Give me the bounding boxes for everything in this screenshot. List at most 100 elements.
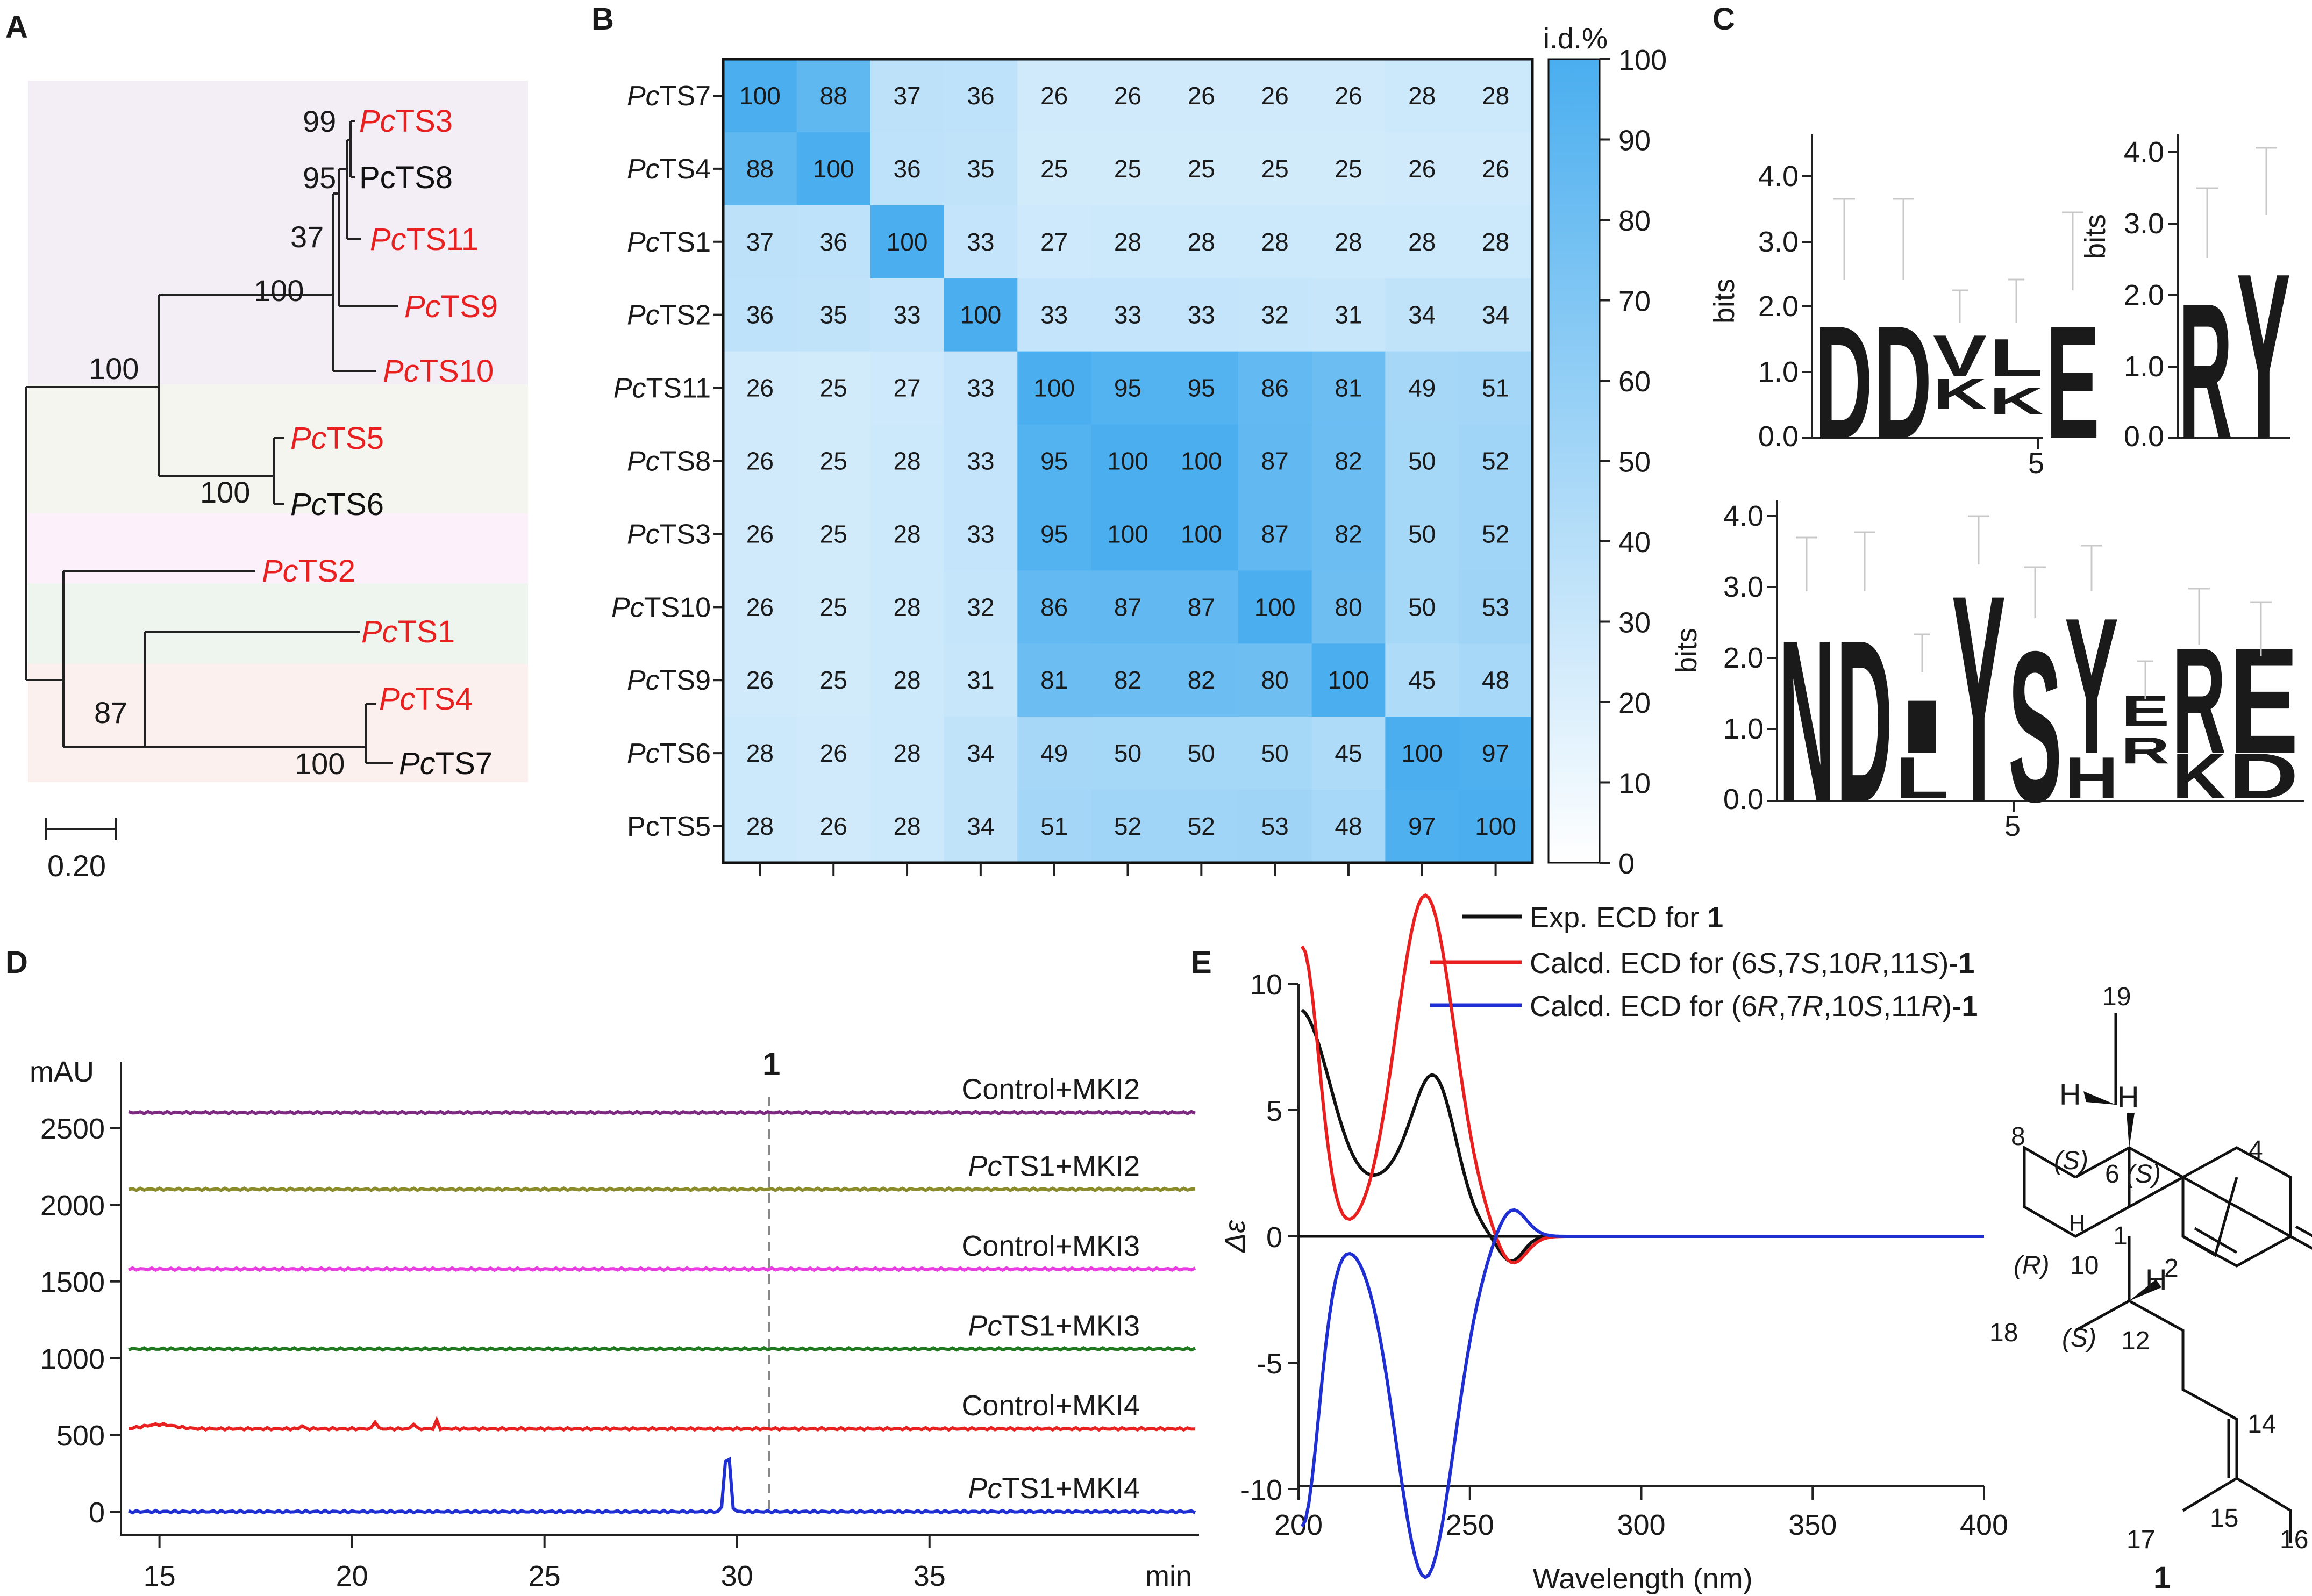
ecd-xtick-label: 250 [1446, 1509, 1494, 1541]
ecd-curve-experimental [1301, 1008, 1984, 1263]
heatmap-cell-value: 100 [1475, 812, 1516, 840]
chromatogram-trace [128, 1345, 1196, 1352]
heatmap-cell [1091, 278, 1165, 352]
heatmap-cell [723, 424, 797, 498]
heatmap-cell-value: 52 [1188, 812, 1215, 840]
colorbar-tick-label: 60 [1618, 366, 1651, 398]
logo1-ytick: 4.0 [1758, 160, 1799, 192]
heatmap-cell [1164, 278, 1239, 352]
heatmap-row-label: PcTS6 [627, 738, 711, 769]
panel-label-c: C [1712, 2, 1735, 37]
heatmap-cell-value: 28 [1114, 228, 1141, 256]
heatmap-cell [796, 351, 871, 425]
colorbar-tick-label: 20 [1618, 687, 1651, 719]
heatmap-cell [870, 717, 944, 790]
chromatogram-ytick-label: 2500 [40, 1113, 105, 1145]
logo-letter-r: R [2121, 729, 2170, 771]
wedge-bond [2083, 1091, 2116, 1105]
heatmap-cell [796, 424, 871, 498]
heatmap-row-label: PcTS1 [627, 227, 711, 258]
heatmap-cell-value: 28 [746, 812, 774, 840]
heatmap-row-label: PcTS9 [627, 665, 711, 696]
heatmap-cell-value: 97 [1408, 812, 1436, 840]
heatmap-cell [1311, 205, 1386, 279]
tree-tip-pcts11: PcTS11 [370, 222, 479, 257]
heatmap-cell-value: 34 [1408, 301, 1436, 329]
heatmap-cell [944, 59, 1018, 133]
heatmap-cell-value: 95 [1188, 374, 1215, 402]
heatmap-cell-value: 100 [1107, 447, 1148, 475]
heatmap-cell [1017, 570, 1091, 644]
colorbar-tick-label: 0 [1618, 848, 1635, 880]
peak-label: 1 [762, 1046, 780, 1082]
heatmap-cell [1311, 717, 1386, 790]
bootstrap-value: 100 [89, 352, 139, 385]
heatmap-cell [1459, 497, 1533, 571]
atom-label: 2 [2164, 1254, 2179, 1283]
heatmap-cell-value: 37 [893, 82, 920, 110]
logo1-ylabel: bits [1708, 278, 1740, 324]
colorbar-tick-label: 80 [1618, 205, 1651, 237]
heatmap-cell-value: 33 [967, 228, 994, 256]
logo3-ytick: 1.0 [1723, 713, 1764, 745]
heatmap-cell [870, 570, 944, 644]
heatmap-cell-value: 95 [1040, 520, 1068, 548]
heatmap-cell [1017, 424, 1091, 498]
heatmap-cell-value: 36 [893, 155, 920, 183]
heatmap-cell-value: 28 [746, 739, 774, 767]
atom-label: (S) [2054, 1147, 2088, 1175]
heatmap-cell [1164, 351, 1239, 425]
heatmap-cell-value: 86 [1261, 374, 1289, 402]
chromatogram-ytick-label: 2000 [40, 1190, 105, 1222]
heatmap-cell [1311, 132, 1386, 206]
chromatogram-trace-label: PcTS1+MKI2 [968, 1150, 1140, 1182]
bootstrap-value: 100 [254, 274, 304, 307]
heatmap-cell [1459, 278, 1533, 352]
ecd-legend: Exp. ECD for 1 Calcd. ECD for (6S,7S,10R… [1430, 901, 1978, 1022]
colorbar-tick-label: 90 [1618, 125, 1651, 157]
heatmap-cell-value: 25 [820, 666, 847, 694]
heatmap-cell-value: 28 [893, 520, 920, 548]
bootstrap-value: 99 [303, 104, 336, 138]
logo-letter-r: R [2179, 263, 2232, 479]
heatmap-bottom-ticks [759, 863, 1497, 876]
heatmap-cell [1091, 790, 1165, 863]
atom-label: 19 [2102, 983, 2131, 1011]
atom-label: H [2117, 1080, 2139, 1114]
heatmap-cell-value: 50 [1114, 739, 1141, 767]
heatmap-cell-value: 26 [1335, 82, 1362, 110]
atom-label: 12 [2121, 1327, 2150, 1355]
logo-letter-d: D [1874, 292, 1932, 473]
clade-background-5 [28, 664, 528, 782]
heatmap-cell-value: 33 [1114, 301, 1141, 329]
heatmap-cell-value: 95 [1040, 447, 1068, 475]
heatmap-row-label: PcTS7 [627, 81, 711, 112]
heatmap-cell-value: 26 [1188, 82, 1215, 110]
heatmap-cell [1091, 351, 1165, 425]
heatmap-cell-value: 33 [893, 301, 920, 329]
heatmap-cell [796, 790, 871, 863]
logo-letter-l: L [1895, 745, 1949, 811]
wedge-bond [2127, 1113, 2135, 1148]
heatmap-cell [870, 790, 944, 863]
logo-letter-n: N [1779, 592, 1835, 850]
heatmap-cell-value: 28 [1482, 82, 1509, 110]
structure-labels: 19 H H 8 (S) 6 (S) 4 H 1 (R) 10 2 20 H 1… [1989, 983, 2308, 1595]
heatmap-cell-value: 26 [746, 666, 774, 694]
heatmap-cell-value: 97 [1482, 739, 1509, 767]
heatmap-row-label: PcTS5 [627, 811, 711, 842]
bootstrap-value: 100 [200, 475, 250, 509]
heatmap-cell [1164, 205, 1239, 279]
colorbar-tick-label: 50 [1618, 446, 1651, 478]
heatmap-cell [1459, 643, 1533, 717]
heatmap-cell-value: 53 [1261, 812, 1289, 840]
logo1-ytick: 2.0 [1758, 290, 1799, 323]
logo-letter-y: Y [2065, 578, 2118, 794]
heatmap-cell-value: 86 [1040, 593, 1068, 621]
heatmap-cell [796, 643, 871, 717]
heatmap-cell [1238, 278, 1312, 352]
tree-tip-pcts8: PcTS8 [359, 160, 453, 195]
ecd-xlabel: Wavelength (nm) [1532, 1563, 1752, 1595]
heatmap-cell [1385, 132, 1459, 206]
